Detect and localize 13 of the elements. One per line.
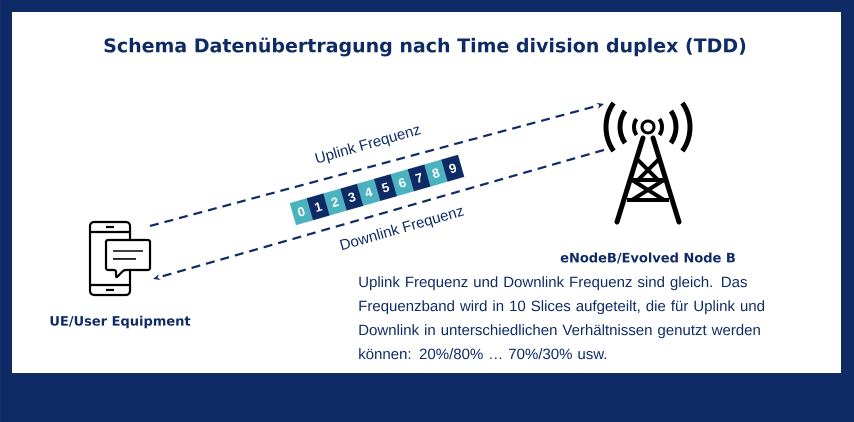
slice-cell: 4 <box>356 178 380 206</box>
slice-cell: 7 <box>408 164 431 192</box>
device-label: UE/User Equipment <box>50 316 190 328</box>
title: Schema Datenübertragung nach Time division duplex (TDD) <box>104 38 746 56</box>
slice-cell: 0 <box>290 198 313 226</box>
slice-cell: 9 <box>441 154 464 182</box>
slice-cell: 2 <box>323 188 346 216</box>
station-label: eNodeB/Evolved Node B <box>560 252 735 264</box>
slice-cell: 6 <box>390 169 414 196</box>
slice-cell: 3 <box>340 184 364 211</box>
slice-cell: 1 <box>306 193 330 220</box>
slice-cell: 5 <box>374 174 398 202</box>
slice-cell: 8 <box>424 160 448 187</box>
